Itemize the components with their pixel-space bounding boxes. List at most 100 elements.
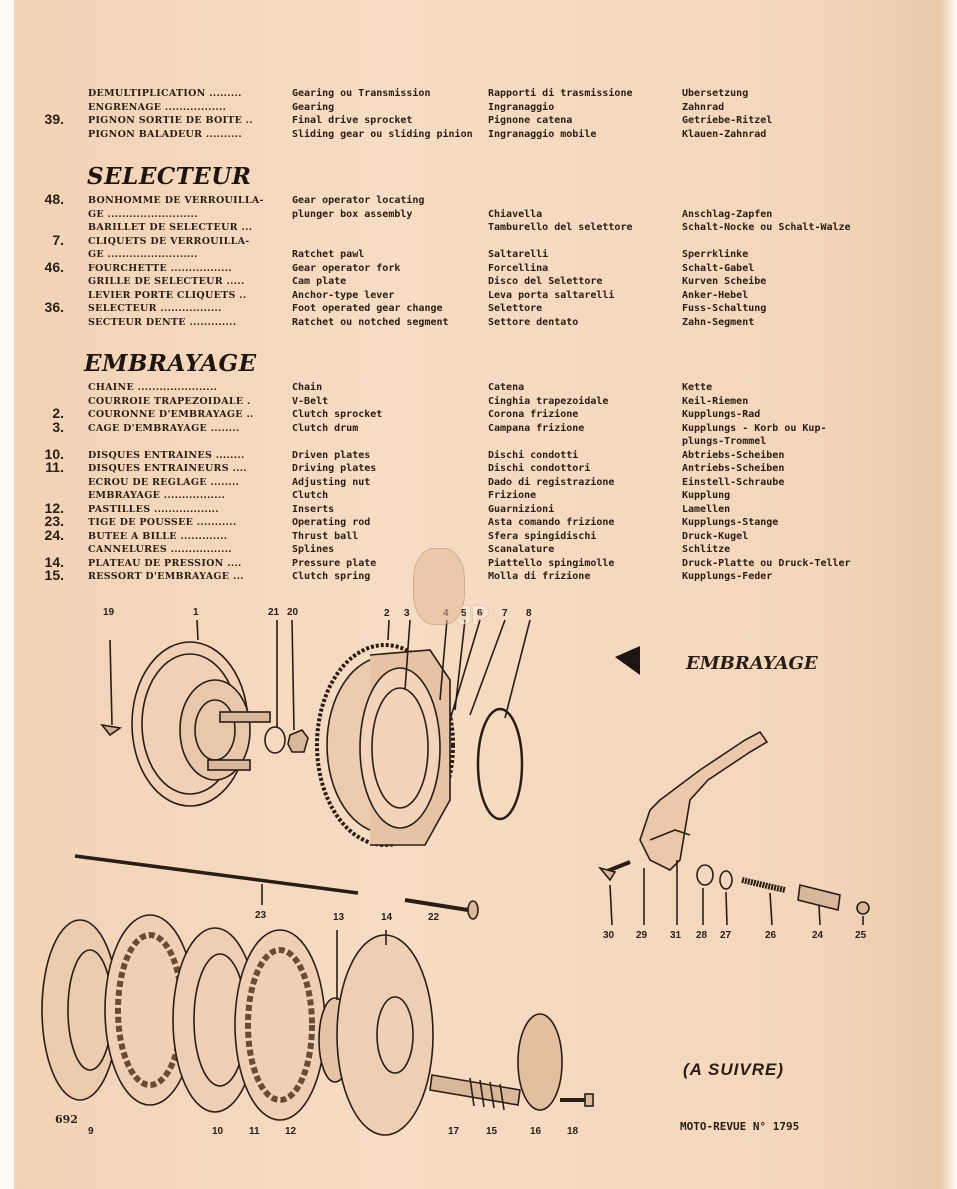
watermark-text: JP [457, 600, 489, 630]
english-term: Anchor-type lever [292, 289, 395, 301]
english-term: Foot operated gear change [292, 303, 443, 314]
italian-term: Tamburello del selettore [488, 222, 633, 233]
italian-term: Rapporti di trasmissione [488, 88, 633, 99]
part-number: 6 [477, 608, 483, 619]
german-term: Einstell-Schraube [682, 476, 785, 488]
italian-term: Campana frizione [488, 422, 585, 434]
french-term: LEVIER PORTE CLIQUETS .. [88, 289, 247, 301]
italian-term: Dischi condottori [488, 463, 591, 474]
term-row: SECTEUR DENTE .............Ratchet ou no… [0, 316, 957, 329]
diagram-label: EMBRAYAGE [686, 653, 818, 674]
english-term: Driven plates [292, 449, 371, 461]
french-term: PASTILLES .................. [88, 503, 219, 515]
part-number: 15 [486, 1126, 498, 1137]
english-term: Ratchet ou notched segment [292, 316, 449, 328]
part-number: 2 [384, 608, 390, 619]
number: 39. [44, 111, 64, 127]
part-number: 7 [502, 608, 508, 619]
english-term: Final drive sprocket [292, 115, 413, 126]
french-term: COURROIE TRAPEZOIDALE . [88, 395, 251, 407]
italian-term: Disco del Selettore [488, 276, 603, 287]
french-term: BUTEE A BILLE ............. [88, 530, 228, 542]
german-term: Anschlag-Zapfen [682, 208, 773, 220]
part-number: 8 [526, 608, 532, 619]
german-term: Getriebe-Ritzel [682, 115, 773, 126]
number: 3. [52, 418, 64, 435]
french-term: COURONNE D'EMBRAYAGE .. [88, 409, 254, 420]
part-number: 30 [603, 930, 615, 941]
term-row: BARILLET DE SELECTEUR ...Tamburello del … [0, 221, 957, 234]
italian-term: Chiavella [488, 208, 543, 220]
german-term: Keil-Riemen [682, 395, 749, 407]
french-term: RESSORT D'EMBRAYAGE ... [88, 571, 244, 582]
part-number: 10 [212, 1126, 224, 1137]
term-row: LEVIER PORTE CLIQUETS .. Anchor-type leve… [0, 289, 957, 302]
number: 24. [44, 526, 64, 543]
italian-term: Selettore [488, 303, 543, 314]
number: 12. [44, 499, 64, 516]
italian-term: Forcellina [488, 262, 549, 274]
term-row: 7.CLIQUETS DE VERROUILLA- [0, 231, 957, 248]
number: 7. [52, 231, 64, 248]
watermark: JP [405, 548, 489, 638]
german-term: Schlitze [682, 544, 731, 555]
french-term: CANNELURES ................. [88, 544, 232, 555]
german-term: Zahn-Segment [682, 316, 755, 328]
french-term: DISQUES ENTRAINES ........ [88, 449, 245, 461]
part-number: 19 [103, 607, 115, 618]
part-number: 21 [268, 607, 280, 618]
english-term: Operating rod [292, 517, 371, 528]
part-number: 17 [448, 1126, 460, 1137]
english-term: Pressure plate [292, 557, 377, 569]
part-number: 20 [287, 607, 299, 618]
english-term: Clutch [292, 490, 329, 501]
italian-term: Asta comando frizione [488, 517, 615, 528]
number: 2. [52, 405, 64, 421]
italian-term: Guarnizioni [488, 503, 555, 515]
italian-term: Piattello spingimolle [488, 557, 615, 569]
french-term: DISQUES ENTRAINEURS .... [88, 463, 247, 474]
part-number: 11 [249, 1126, 260, 1137]
german-term: Kupplungs-Stange [682, 517, 779, 528]
embrayage-heading: EMBRAYAGE [84, 350, 257, 377]
french-term: GE ......................... [88, 249, 198, 260]
english-term: V-Belt [292, 395, 329, 407]
italian-term: Pignone catena [488, 115, 573, 126]
term-row: 39.PIGNON SORTIE DE BOITE ..Final drive … [0, 111, 957, 127]
german-term: Anker-Hebel [682, 289, 749, 301]
italian-term: Scanalature [488, 544, 555, 555]
magazine-issue: MOTO-REVUE N° 1795 [680, 1120, 800, 1133]
part-number: 14 [381, 912, 393, 923]
part-number: 9 [88, 1126, 94, 1137]
german-term: Sperrklinke [682, 249, 749, 260]
english-term: Cam plate [292, 276, 347, 287]
number: 15. [44, 567, 64, 583]
selecteur-heading: SELECTEUR [87, 163, 252, 190]
french-term: TIGE DE POUSSEE ........... [88, 517, 237, 528]
italian-term: Settore dentato [488, 316, 579, 328]
english-term: Gear operator fork [292, 262, 401, 274]
part-number: 13 [333, 912, 345, 923]
italian-term: Frizione [488, 490, 537, 501]
english-term: Thrust ball [292, 530, 359, 542]
german-term: Druck-Platte ou Druck-Teller [682, 557, 851, 569]
german-term: Schalt-Gabel [682, 262, 755, 274]
german-term: Lamellen [682, 503, 731, 515]
term-row: 36.SELECTEUR .................Foot opera… [0, 299, 957, 315]
number: 10. [44, 445, 64, 462]
number: 36. [44, 299, 64, 315]
english-term: plunger box assembly [292, 208, 413, 220]
italian-term: Leva porta saltarelli [488, 289, 615, 301]
number: 14. [44, 553, 64, 570]
english-term: Gear operator locating [292, 195, 425, 206]
part-number: 31 [670, 930, 682, 941]
number: 23. [44, 513, 64, 529]
english-term: Ratchet pawl [292, 249, 365, 260]
french-term: FOURCHETTE ................. [88, 262, 232, 274]
part-number: 5 [461, 608, 467, 619]
